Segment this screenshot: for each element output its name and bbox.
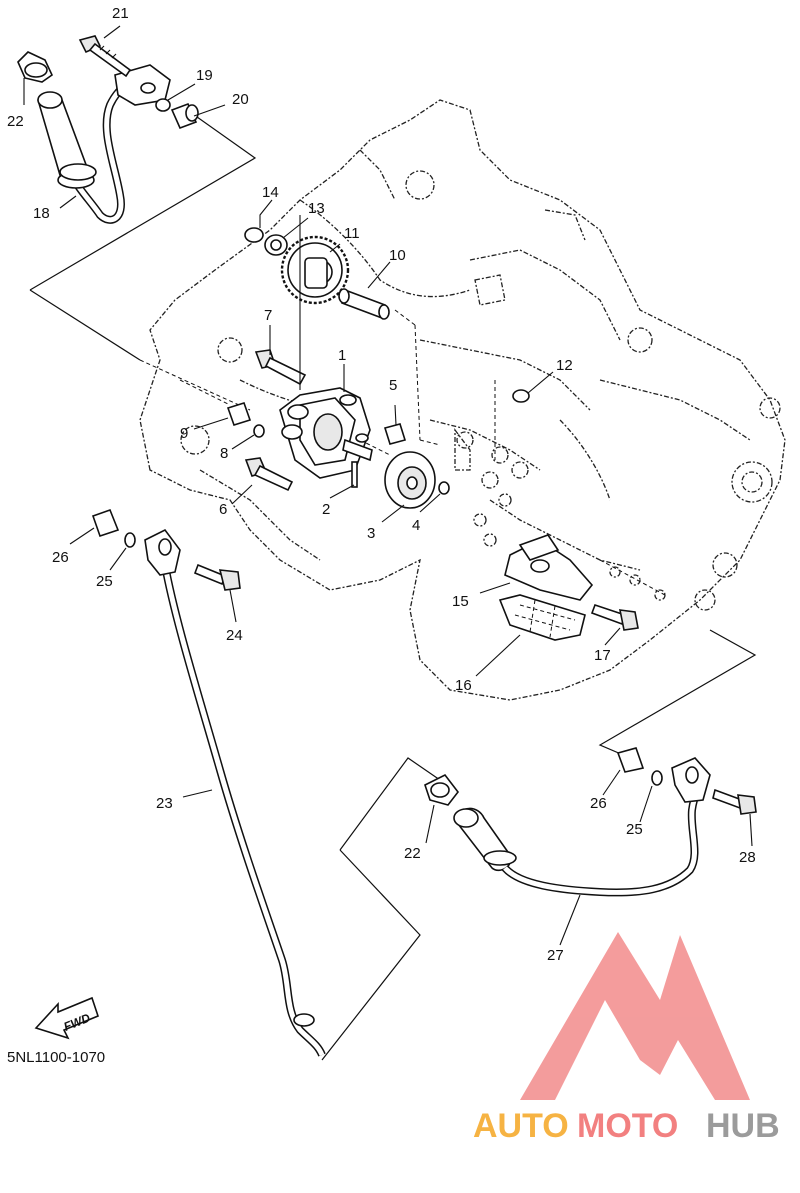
- callout-9: 9: [180, 425, 188, 442]
- o-ring-19: [155, 98, 171, 112]
- callout-8: 8: [220, 445, 228, 462]
- callout-22-upper: 22: [7, 113, 24, 130]
- collar-26-left: [91, 508, 120, 538]
- washer-13: [264, 234, 288, 256]
- callout-14: 14: [262, 184, 279, 201]
- callout-28: 28: [739, 849, 756, 866]
- o-ring-25-left: [124, 532, 136, 548]
- bolt-7: [254, 349, 307, 386]
- circlip-14: [244, 227, 264, 243]
- callout-7: 7: [264, 307, 272, 324]
- strainer-16: [498, 594, 586, 641]
- o-ring-8: [253, 424, 265, 438]
- logo-triangle: [520, 932, 750, 1100]
- bolt-24: [193, 563, 241, 591]
- collar-20: [170, 102, 199, 130]
- callout-10: 10: [389, 247, 406, 264]
- callout-24: 24: [226, 627, 243, 644]
- callout-20: 20: [232, 91, 249, 108]
- callout-25-right: 25: [626, 821, 643, 838]
- oil-pipe-upper: [37, 64, 171, 224]
- pin-2: [351, 461, 358, 488]
- collar-26-right: [616, 747, 645, 773]
- circlip-4: [438, 481, 450, 495]
- logo-text-auto: AUTO: [473, 1107, 569, 1145]
- callout-22-lower: 22: [404, 845, 421, 862]
- oil-pipe-27: [453, 757, 711, 897]
- callout-2: 2: [322, 501, 330, 518]
- callout-1: 1: [338, 347, 346, 364]
- callout-5: 5: [389, 377, 397, 394]
- bolt-28: [712, 788, 757, 815]
- circlip-12: [512, 389, 530, 403]
- assembly-frames: [29, 111, 757, 1061]
- hidden-lines: [139, 309, 666, 596]
- hose-clip-upper: [17, 51, 54, 83]
- oil-pipe-23: [144, 528, 326, 1057]
- bolt-6: [244, 457, 294, 492]
- callout-26-left: 26: [52, 549, 69, 566]
- callout-13: 13: [308, 200, 325, 217]
- collar-9: [226, 402, 252, 426]
- crankcase-outline: [139, 99, 786, 701]
- hose-clip-lower: [424, 773, 460, 806]
- callout-17: 17: [594, 647, 611, 664]
- strainer-15: [504, 534, 594, 601]
- rotor-3: [384, 451, 436, 509]
- callout-16: 16: [455, 677, 472, 694]
- gear-11: [280, 235, 350, 305]
- callout-labels: 1 2 3 4 5 6 7 8 9 10 11 12 13 14 15 16 1…: [7, 5, 756, 964]
- oil-pump-assembly-1: [279, 387, 373, 479]
- callout-6: 6: [219, 501, 227, 518]
- callout-4: 4: [412, 517, 420, 534]
- callout-3: 3: [367, 525, 375, 542]
- fwd-arrow: FWD: [34, 996, 99, 1040]
- callout-15: 15: [452, 593, 469, 610]
- logo-text-hub: HUB: [706, 1107, 780, 1145]
- callout-11: 11: [344, 225, 360, 242]
- o-ring-25-right: [651, 770, 663, 786]
- diagram-reference-code: 5NL1100-1070: [7, 1049, 105, 1066]
- callout-12: 12: [556, 357, 573, 374]
- logo-text-moto: MOTO: [577, 1107, 678, 1145]
- callout-18: 18: [33, 205, 50, 222]
- callout-27: 27: [547, 947, 564, 964]
- automotohub-logo: AUTO MOTO HUB: [473, 932, 780, 1145]
- shaft-10: [338, 288, 390, 320]
- bolt-17: [590, 603, 639, 631]
- callout-25-left: 25: [96, 573, 113, 590]
- leader-lines: [23, 25, 753, 946]
- callout-26-right: 26: [590, 795, 607, 812]
- callout-23: 23: [156, 795, 173, 812]
- callout-19: 19: [196, 67, 213, 84]
- dowel-5: [383, 423, 407, 445]
- bolt-21: [78, 35, 132, 78]
- callout-21: 21: [112, 5, 129, 22]
